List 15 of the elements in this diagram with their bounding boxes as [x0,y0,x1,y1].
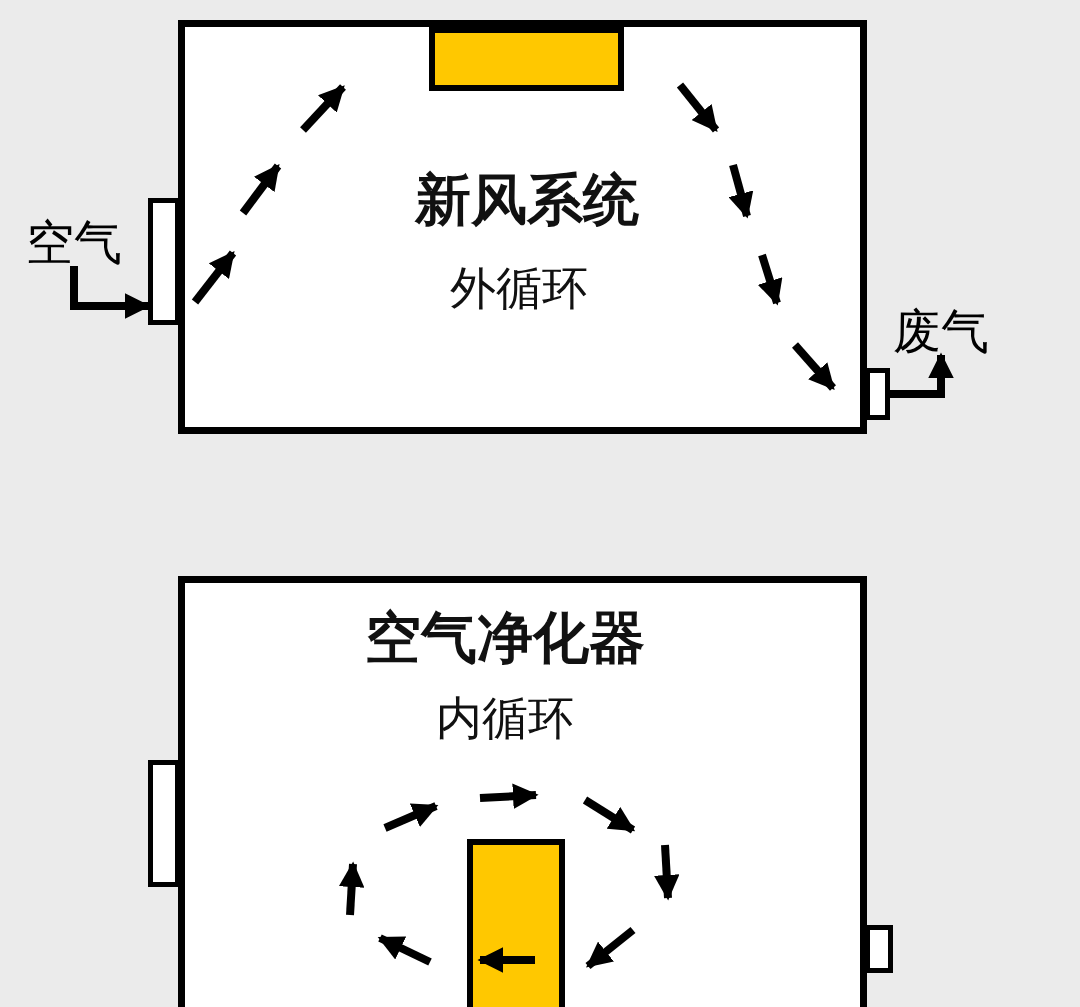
purifier-unit [467,839,565,1007]
mode-subtitle: 内循环 [436,695,574,741]
vent-grille [865,925,893,973]
flow-label: 空气 [26,218,122,266]
vent-grille [865,368,890,420]
room-box [178,576,867,1007]
arrow [890,352,954,398]
mode-subtitle: 外循环 [450,265,588,311]
system-title: 新风系统 [415,172,639,228]
system-title: 空气净化器 [365,610,645,666]
room-box [178,20,867,434]
vent-grille [148,198,180,325]
fan-unit [429,27,624,91]
vent-grille [148,760,180,887]
flow-label: 废气 [893,307,989,355]
